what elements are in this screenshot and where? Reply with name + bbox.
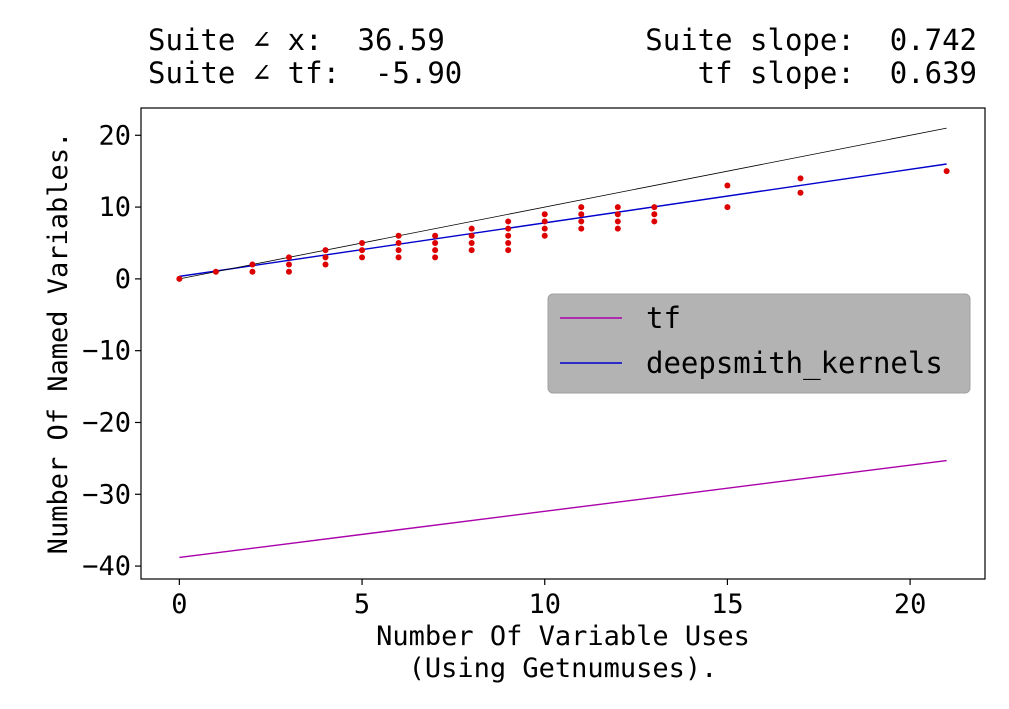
data-point (285, 254, 292, 261)
legend-label-deepsmith-kernels: deepsmith_kernels (646, 346, 943, 381)
data-point (724, 204, 731, 211)
data-point (395, 239, 402, 246)
data-point (468, 232, 475, 239)
legend-box (547, 293, 971, 394)
x-axis-label-line-2: (Using Getnumuses). (409, 653, 718, 684)
data-point (578, 218, 585, 225)
data-point (614, 218, 621, 225)
data-point (578, 204, 585, 211)
data-point (285, 261, 292, 268)
tf-slope-label: tf slope: 0.639 (698, 56, 977, 90)
data-point (395, 247, 402, 254)
data-point (505, 232, 512, 239)
data-point (395, 232, 402, 239)
y-tick-label: 10 (98, 192, 131, 223)
data-point (359, 239, 366, 246)
data-point (505, 218, 512, 225)
data-point (249, 268, 256, 275)
plot-frame (140, 107, 986, 580)
series-lines (179, 127, 947, 559)
suite-angle-x-label: Suite ∠ x: 36.59 (148, 23, 445, 57)
data-point (212, 268, 219, 275)
data-point (432, 239, 439, 246)
x-tick-label: 5 (354, 589, 370, 620)
data-point (359, 247, 366, 254)
suite-angle-tf-label: Suite ∠ tf: -5.90 (148, 56, 462, 90)
x-tick-label: 20 (894, 589, 927, 620)
data-point (432, 254, 439, 261)
data-point (432, 247, 439, 254)
y-tick-label: −40 (82, 551, 131, 582)
y-tick-label: −30 (82, 479, 131, 510)
y-tick-label: −20 (82, 407, 131, 438)
legend: tf deepsmith_kernels (547, 293, 971, 394)
data-point (724, 182, 731, 189)
data-point (395, 254, 402, 261)
data-point (322, 254, 329, 261)
y-axis-label: Number Of Named Variables. (43, 132, 74, 555)
y-axis: 20 10 0 −10 −20 −30 −40 (82, 120, 141, 582)
data-point (943, 168, 950, 175)
data-point (322, 261, 329, 268)
data-point (285, 268, 292, 275)
data-point (614, 204, 621, 211)
series-line-tf (179, 459, 947, 559)
data-point (322, 247, 329, 254)
x-tick-label: 15 (711, 589, 744, 620)
data-point (505, 239, 512, 246)
x-axis: 0 5 10 15 20 (171, 579, 926, 620)
series-line-reference (179, 127, 947, 280)
data-point (359, 254, 366, 261)
legend-label-tf: tf (646, 301, 681, 335)
data-point (797, 189, 804, 196)
data-point (249, 261, 256, 268)
data-point (541, 225, 548, 232)
data-point (176, 275, 183, 282)
data-point (541, 211, 548, 218)
x-tick-label: 10 (528, 589, 561, 620)
data-point (541, 232, 548, 239)
data-point (468, 225, 475, 232)
data-point (468, 247, 475, 254)
suite-slope-label: Suite slope: 0.742 (645, 23, 977, 57)
y-tick-label: 0 (115, 264, 131, 295)
data-point (505, 225, 512, 232)
data-point (505, 247, 512, 254)
data-point (578, 225, 585, 232)
y-tick-label: −10 (82, 336, 131, 367)
data-point (797, 175, 804, 182)
data-point (541, 218, 548, 225)
data-point (432, 232, 439, 239)
series-line-deepsmith-kernels (179, 163, 947, 278)
data-point (578, 211, 585, 218)
data-point (651, 211, 658, 218)
data-point (614, 225, 621, 232)
data-point (651, 218, 658, 225)
data-point (468, 239, 475, 246)
scatter-points (176, 168, 950, 282)
x-axis-label-line-1: Number Of Variable Uses (376, 621, 750, 652)
data-point (651, 204, 658, 211)
data-point (614, 211, 621, 218)
y-tick-label: 20 (98, 120, 131, 151)
x-tick-label: 0 (171, 589, 187, 620)
